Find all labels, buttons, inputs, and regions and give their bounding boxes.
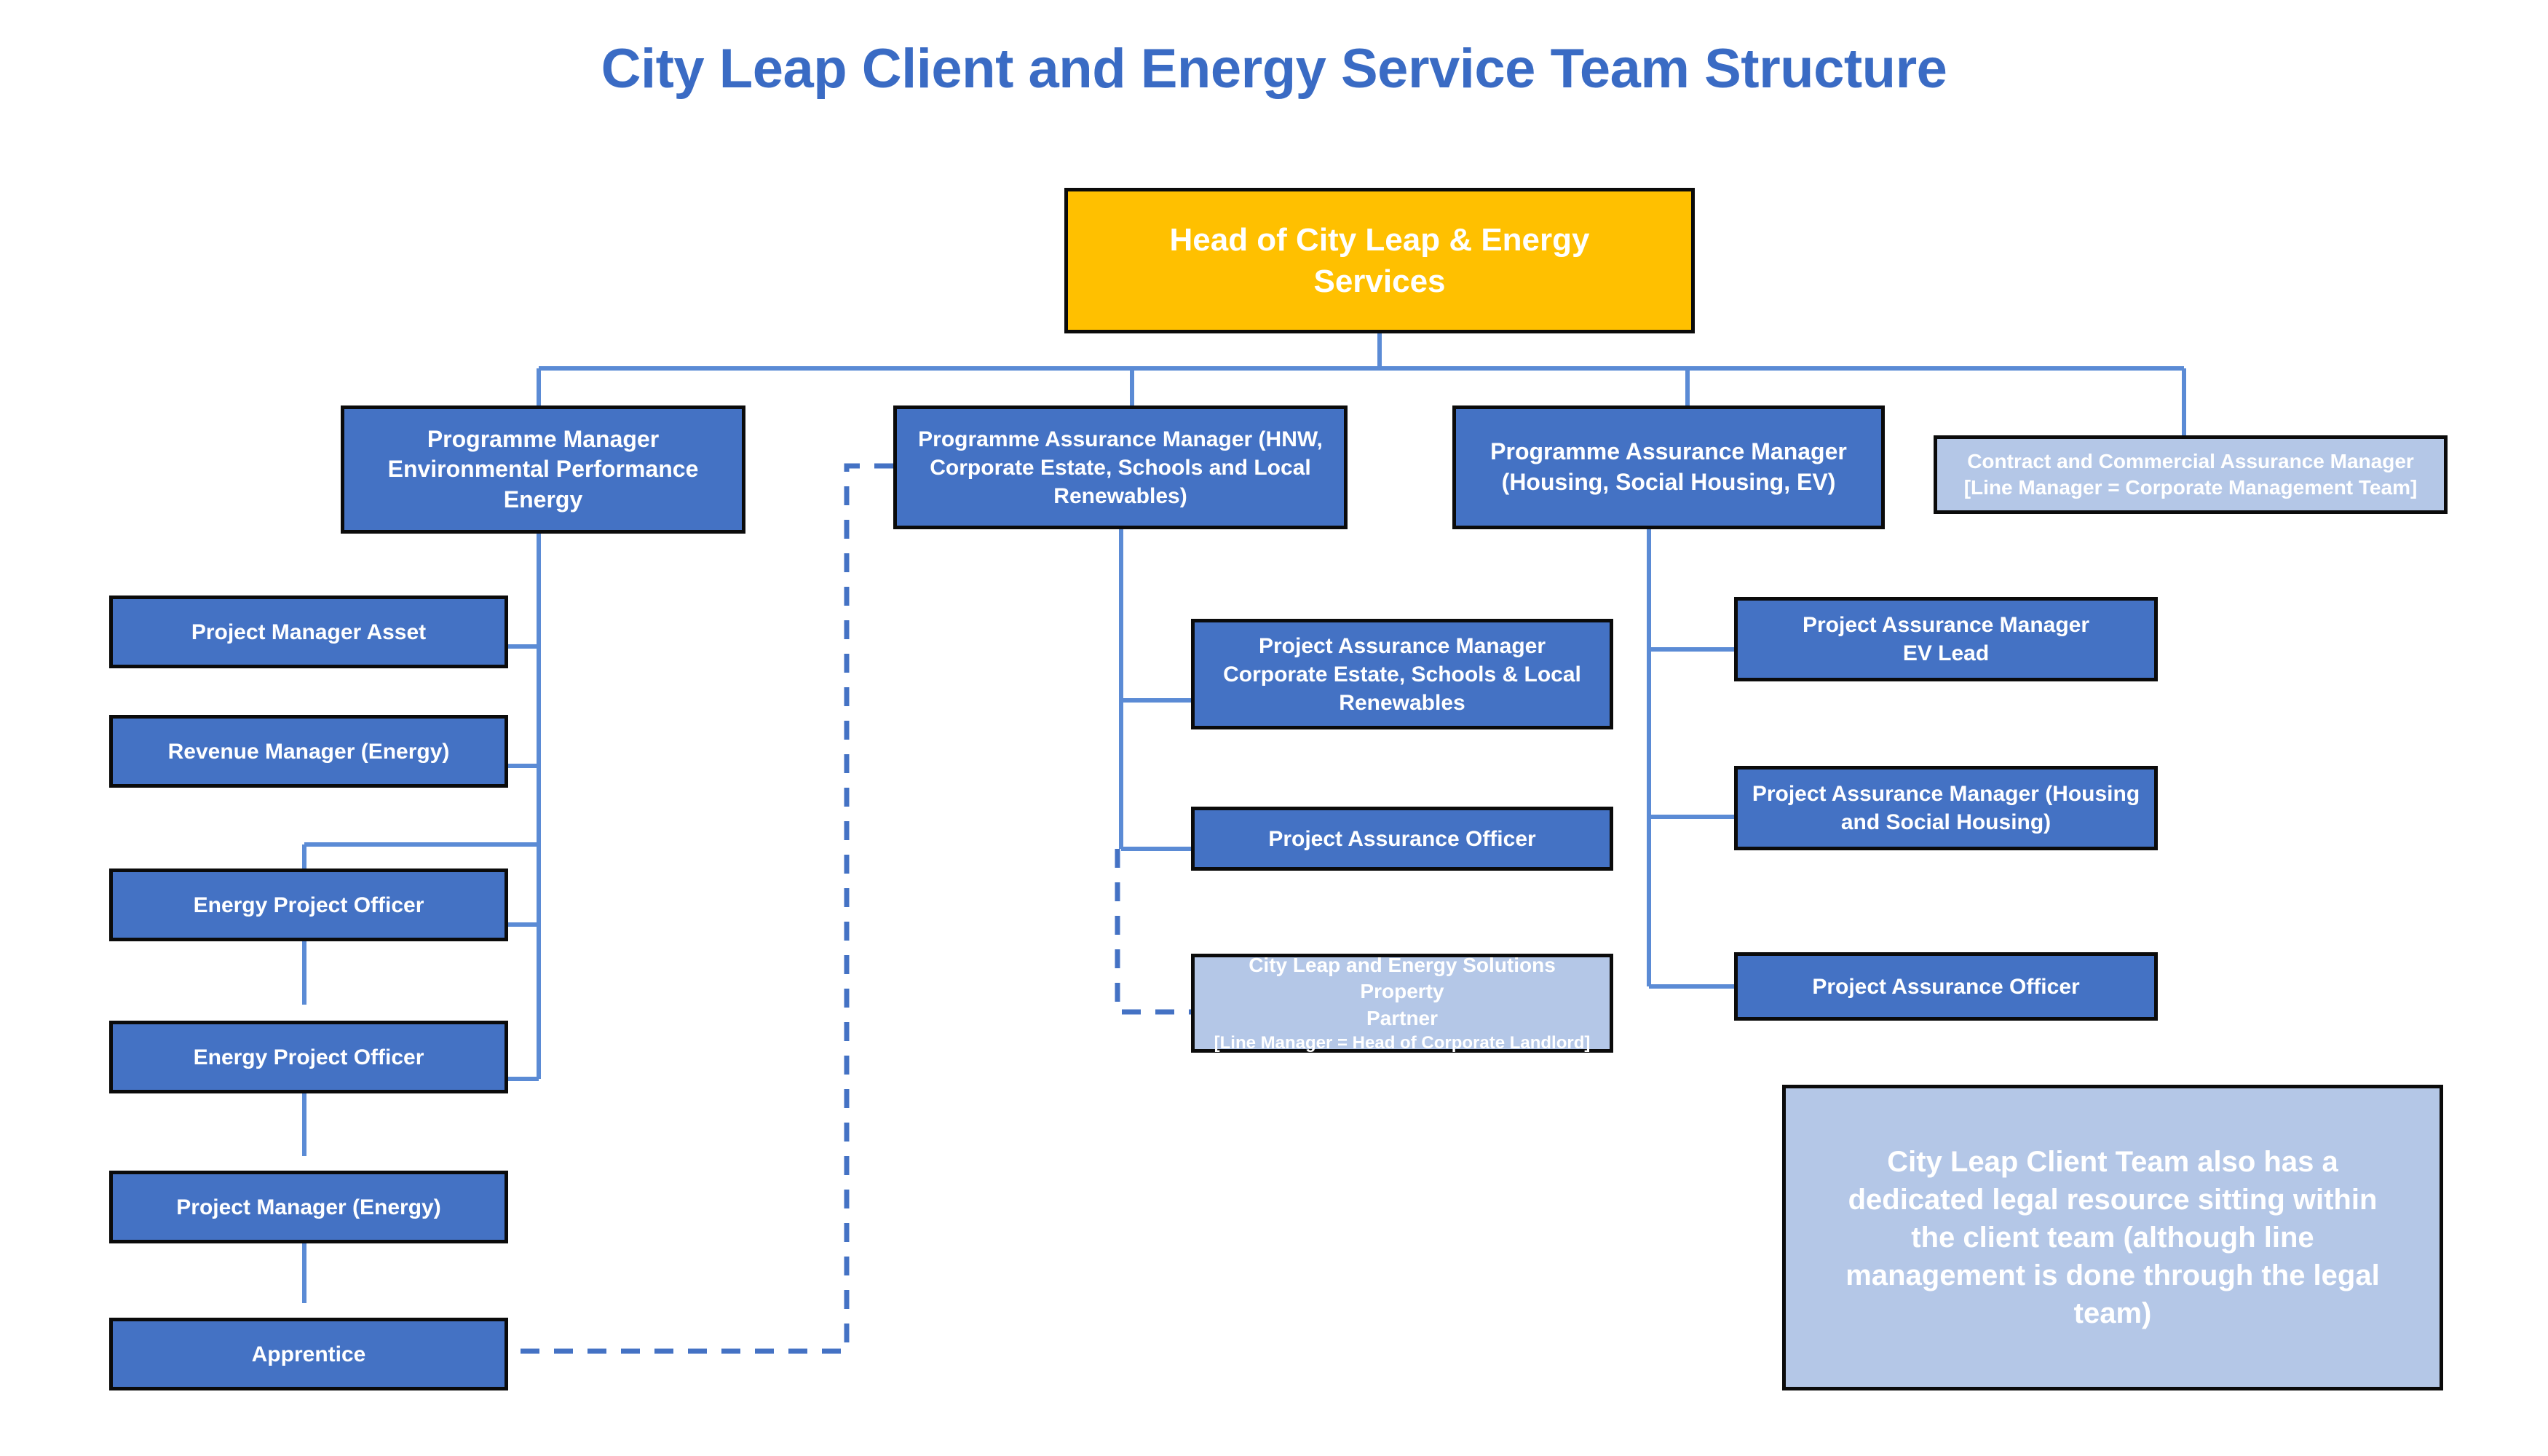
node-pam-hnw-line1: Programme Assurance Manager (HNW,: [918, 427, 1323, 451]
node-pao-mid-label: Project Assurance Officer: [1268, 826, 1536, 851]
node-energy-project-officer-2[interactable]: Energy Project Officer: [109, 1021, 508, 1093]
node-project-manager-asset[interactable]: Project Manager Asset: [109, 596, 508, 668]
node-head-line2: Services: [1313, 264, 1446, 299]
node-project-assurance-officer-right[interactable]: Project Assurance Officer: [1734, 952, 2158, 1021]
node-epo1-label: Energy Project Officer: [193, 893, 424, 917]
node-revenue-manager-label: Revenue Manager (Energy): [167, 739, 450, 764]
node-head-line1: Head of City Leap & Energy: [1169, 221, 1590, 258]
node-property-partner-line3: [Line Manager = Head of Corporate Landlo…: [1214, 1033, 1591, 1053]
node-pam-housing-line2: (Housing, Social Housing, EV): [1501, 469, 1836, 495]
node-pam-housing-line1: Programme Assurance Manager: [1490, 438, 1847, 465]
node-pm-env-line1: Programme Manager: [427, 425, 660, 452]
node-epo2-label: Energy Project Officer: [193, 1045, 424, 1069]
node-programme-assurance-manager-hnw[interactable]: Programme Assurance Manager (HNW, Corpor…: [893, 405, 1348, 529]
node-pam-corp-line1: Project Assurance Manager: [1258, 633, 1546, 658]
node-legal-note-line2: dedicated legal resource sitting within: [1848, 1184, 2378, 1216]
connector-dashed-apprentice: [502, 463, 893, 1354]
node-project-assurance-manager-housing-social[interactable]: Project Assurance Manager (Housing and S…: [1734, 766, 2158, 850]
node-legal-note-line1: City Leap Client Team also has a: [1887, 1146, 2338, 1178]
page-title: City Leap Client and Energy Service Team…: [601, 38, 1947, 100]
node-legal-note-line3: the client team (although line: [1911, 1222, 2314, 1254]
node-city-leap-property-partner[interactable]: City Leap and Energy Solutions Property …: [1191, 954, 1613, 1053]
node-legal-note-line4: management is done through the legal: [1845, 1259, 2380, 1291]
node-contract-line2: [Line Manager = Corporate Management Tea…: [1963, 476, 2418, 499]
node-head-of-city-leap[interactable]: Head of City Leap & Energy Services: [1064, 188, 1695, 333]
node-ev-lead-line2: EV Lead: [1902, 641, 1990, 665]
node-pao-right-label: Project Assurance Officer: [1812, 974, 2080, 999]
node-project-assurance-officer-middle[interactable]: Project Assurance Officer: [1191, 807, 1613, 871]
node-energy-project-officer-1[interactable]: Energy Project Officer: [109, 869, 508, 941]
node-contract-and-commercial-assurance-manager[interactable]: Contract and Commercial Assurance Manage…: [1934, 435, 2448, 514]
node-project-assurance-manager-ev-lead[interactable]: Project Assurance Manager EV Lead: [1734, 597, 2158, 681]
node-property-partner-line1: City Leap and Energy Solutions Property: [1249, 953, 1556, 1003]
connector-dashed-property-partner: [1115, 849, 1191, 1015]
node-project-manager-energy[interactable]: Project Manager (Energy): [109, 1171, 508, 1243]
node-apprentice[interactable]: Apprentice: [109, 1318, 508, 1390]
node-pam-hnw-line2: Corporate Estate, Schools and Local: [930, 455, 1311, 480]
node-housing-social-line1: Project Assurance Manager (Housing: [1752, 782, 2140, 806]
node-pam-corp-line2: Corporate Estate, Schools & Local: [1223, 662, 1581, 687]
node-legal-note-line5: team): [2073, 1297, 2152, 1329]
node-programme-assurance-manager-housing[interactable]: Programme Assurance Manager (Housing, So…: [1452, 405, 1885, 529]
node-pam-corp-line3: Renewables: [1339, 690, 1465, 715]
node-pm-env-line2: Environmental Performance Energy: [387, 456, 699, 513]
node-apprentice-label: Apprentice: [251, 1342, 366, 1366]
node-contract-line1: Contract and Commercial Assurance Manage…: [1967, 449, 2414, 472]
node-revenue-manager-energy[interactable]: Revenue Manager (Energy): [109, 715, 508, 788]
node-project-assurance-manager-corporate-estate[interactable]: Project Assurance Manager Corporate Esta…: [1191, 619, 1613, 729]
node-housing-social-line2: and Social Housing): [1840, 810, 2052, 834]
node-legal-resource-note: City Leap Client Team also has a dedicat…: [1782, 1085, 2443, 1390]
node-pam-hnw-line3: Renewables): [1053, 483, 1187, 508]
node-property-partner-line2: Partner: [1366, 1006, 1439, 1029]
node-ev-lead-line1: Project Assurance Manager: [1802, 613, 2090, 637]
node-programme-manager-environmental[interactable]: Programme Manager Environmental Performa…: [341, 405, 745, 534]
node-pm-asset-label: Project Manager Asset: [191, 620, 427, 644]
node-pm-energy-label: Project Manager (Energy): [176, 1195, 441, 1219]
